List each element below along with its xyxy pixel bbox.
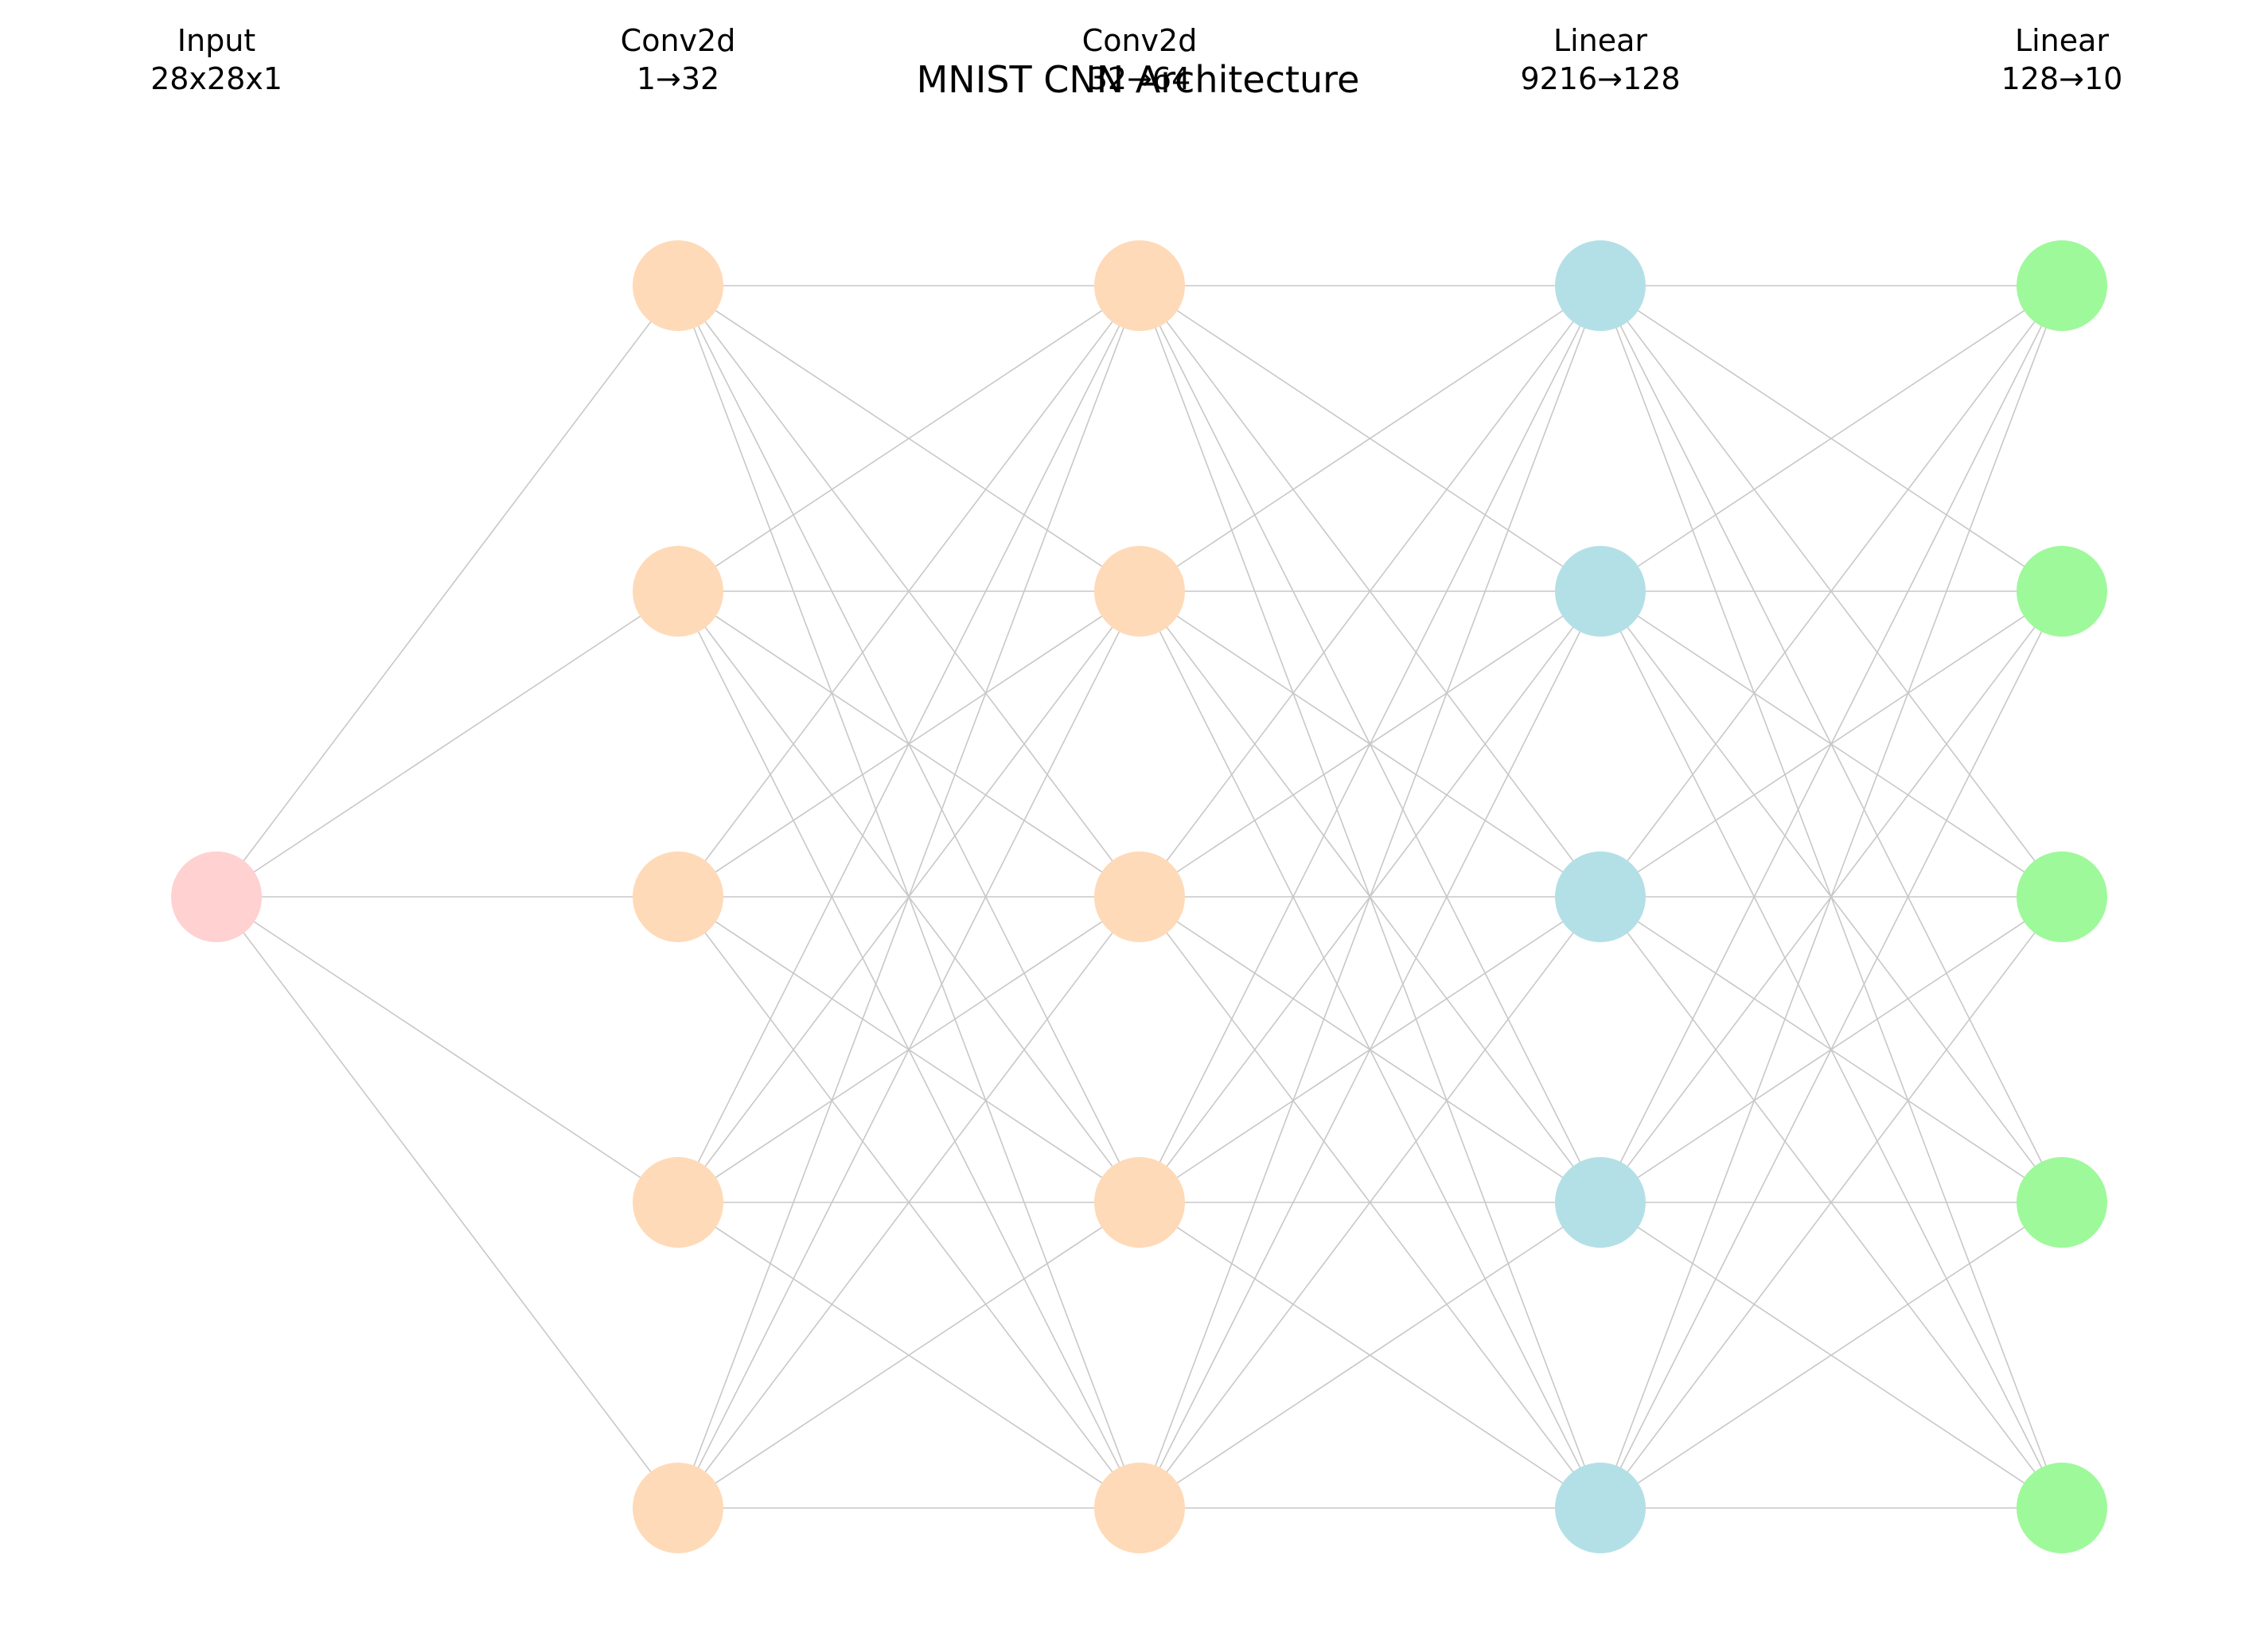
neurons: [171, 240, 2107, 1553]
node-layer-4-4: [2017, 1463, 2107, 1553]
node-layer-0-0: [171, 851, 262, 942]
node-layer-1-0: [633, 240, 723, 331]
edge-l2-4-l3-1: [1139, 590, 1601, 1509]
layer-3-name: Linear: [1553, 23, 1647, 58]
edge-l2-2-l3-0: [1139, 285, 1601, 898]
node-layer-3-4: [1555, 1463, 1646, 1553]
node-layer-3-1: [1555, 546, 1646, 637]
node-layer-2-1: [1094, 546, 1185, 637]
node-layer-3-3: [1555, 1157, 1646, 1248]
layer-2-detail: 32→64: [1089, 61, 1191, 96]
edge-l2-4-l3-2: [1139, 896, 1601, 1509]
layer-0-name: Input: [177, 23, 255, 58]
edge-l0-0-l1-4: [216, 896, 679, 1509]
node-layer-2-3: [1094, 1157, 1185, 1248]
edge-l1-4-l2-1: [677, 590, 1140, 1509]
node-layer-2-4: [1094, 1463, 1185, 1553]
edge-l1-1-l2-0: [677, 285, 1140, 592]
node-layer-1-2: [633, 851, 723, 942]
connections: [216, 285, 2063, 1509]
edge-l3-2-l4-0: [1600, 285, 2063, 898]
node-layer-4-3: [2017, 1157, 2107, 1248]
edge-l3-4-l4-0: [1600, 285, 2063, 1509]
edge-l2-1-l3-0: [1139, 285, 1601, 592]
edge-l3-3-l4-0: [1600, 285, 2063, 1203]
node-layer-1-1: [633, 546, 723, 637]
edge-l2-3-l3-0: [1139, 285, 1601, 1203]
node-layer-2-2: [1094, 851, 1185, 942]
node-layer-4-2: [2017, 851, 2107, 942]
node-layer-2-0: [1094, 240, 1185, 331]
layer-1-name: Conv2d: [621, 23, 736, 58]
layer-3-detail: 9216→128: [1520, 61, 1680, 96]
edge-l3-1-l4-0: [1600, 285, 2063, 592]
node-layer-4-1: [2017, 546, 2107, 637]
edge-l1-4-l2-3: [677, 1202, 1140, 1509]
diagram-title: MNIST CNN Architecture: [917, 58, 1360, 101]
node-layer-1-3: [633, 1157, 723, 1248]
edge-l2-4-l3-0: [1139, 285, 1601, 1509]
node-layer-1-4: [633, 1463, 723, 1553]
edge-l3-4-l4-1: [1600, 590, 2063, 1509]
edge-l0-0-l1-3: [216, 896, 679, 1203]
layer-0-detail: 28x28x1: [150, 61, 283, 96]
edge-l1-4-l2-2: [677, 896, 1140, 1509]
node-layer-4-0: [2017, 240, 2107, 331]
layer-1-detail: 1→32: [637, 61, 719, 96]
edge-l1-2-l2-0: [677, 285, 1140, 898]
layer-2-name: Conv2d: [1082, 23, 1198, 58]
edge-l1-3-l2-0: [677, 285, 1140, 1203]
edge-l3-4-l4-3: [1600, 1202, 2063, 1509]
node-layer-3-2: [1555, 851, 1646, 942]
edge-l0-0-l1-0: [216, 285, 679, 898]
edge-l1-4-l2-0: [677, 285, 1140, 1509]
edge-l2-4-l3-3: [1139, 1202, 1601, 1509]
layer-labels: Input 28x28x1 Conv2d 1→32 Conv2d 32→64 L…: [150, 23, 2122, 96]
node-layer-3-0: [1555, 240, 1646, 331]
layer-4-name: Linear: [2015, 23, 2109, 58]
layer-4-detail: 128→10: [2001, 61, 2123, 96]
edge-l3-4-l4-2: [1600, 896, 2063, 1509]
edge-l0-0-l1-1: [216, 590, 679, 898]
